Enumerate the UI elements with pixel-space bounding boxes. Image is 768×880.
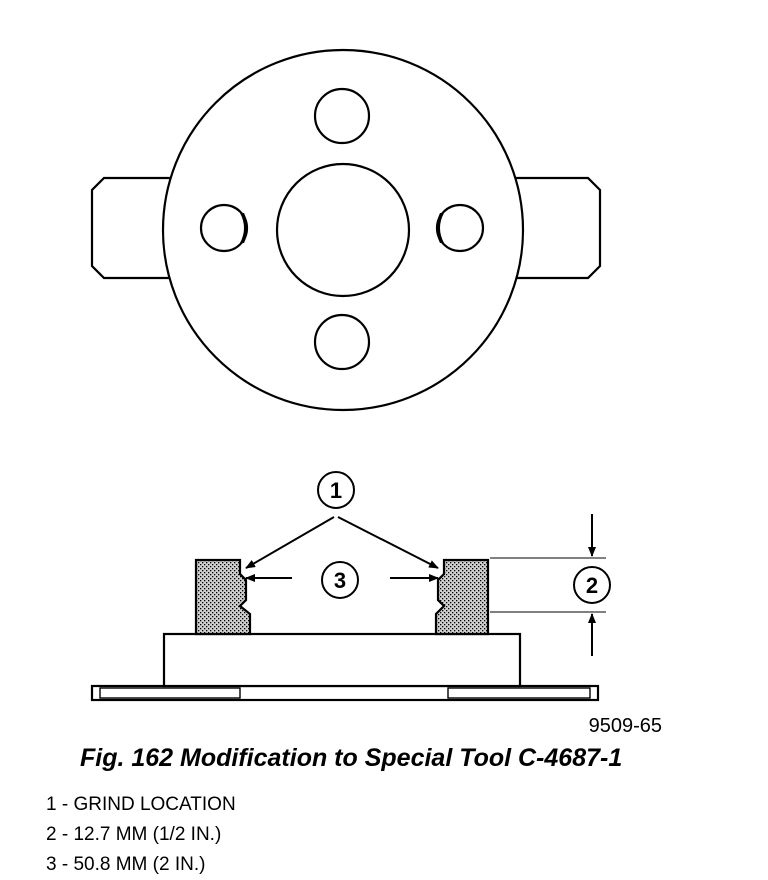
- legend-item-width: 3 - 50.8 MM (2 IN.): [46, 854, 206, 875]
- callout-3-label: 3: [334, 568, 346, 593]
- right-post: [434, 558, 490, 636]
- callout-2-label: 2: [586, 573, 598, 598]
- left-tab: [90, 176, 176, 280]
- base-pad-left: [99, 687, 241, 699]
- left-hole: [199, 203, 249, 253]
- left-hole-grind-mark: [240, 213, 248, 243]
- legend-list: 1 - GRIND LOCATION 2 - 12.7 MM (1/2 IN.)…: [46, 790, 236, 880]
- callout-3-circle: [321, 561, 359, 599]
- left-post: [194, 558, 252, 636]
- tool-diagram: 1 3 2 9509-65: [90, 48, 662, 737]
- callout-1-circle: [317, 471, 355, 509]
- right-tab: [510, 176, 602, 280]
- callout-2-circle: [573, 566, 611, 604]
- callout-1-leader-left: [245, 516, 335, 569]
- base-pad-right: [447, 687, 591, 699]
- right-hole-grind-mark: [436, 213, 444, 243]
- right-hole: [435, 203, 485, 253]
- figure-caption: Fig. 162 Modification to Special Tool C-…: [80, 744, 623, 772]
- figure-reference-code: 9509-65: [589, 715, 662, 737]
- legend-item-grind-location: 1 - GRIND LOCATION: [46, 794, 236, 815]
- center-bore: [275, 162, 411, 298]
- legend-item-height: 2 - 12.7 MM (1/2 IN.): [46, 824, 222, 845]
- callout-1-label: 1: [330, 478, 342, 503]
- callout-1-leader-right: [337, 516, 439, 569]
- top-view: [90, 48, 602, 412]
- top-hole: [313, 87, 371, 145]
- bottom-hole: [313, 313, 371, 371]
- side-view: [90, 558, 600, 702]
- center-block: [162, 632, 522, 688]
